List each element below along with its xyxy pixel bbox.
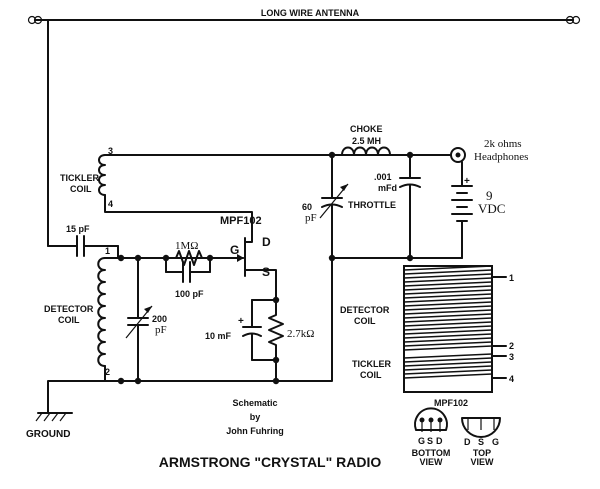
junction-dot [272, 377, 280, 385]
pinout-top-view-icon [461, 417, 501, 438]
pinout-top-view: VIEW [470, 457, 494, 467]
jfet-name: MPF102 [220, 215, 262, 227]
cap-001-value: .001 [374, 172, 392, 182]
battery-voltage: 9 [486, 188, 493, 203]
capacitor-15pf [76, 235, 85, 257]
jfet-drain-label: D [262, 235, 271, 249]
coil-form-tickler-coil: COIL [360, 370, 382, 380]
coil-form-detector-label: DETECTOR [340, 305, 390, 315]
jfet-source-label: S [262, 265, 270, 279]
battery-9v [451, 185, 473, 222]
pinout-bottom-pin-d: D [436, 436, 443, 446]
resistor-2k7-label: 2.7kΩ [287, 328, 314, 340]
battery-unit: VDC [478, 201, 505, 216]
detector-label-coil: COIL [58, 315, 80, 325]
detector-label: DETECTOR [44, 304, 94, 314]
pinout-bottom-pin-g: G [418, 436, 425, 446]
cap-10mf-label: 10 mF [205, 331, 232, 341]
throttle-value: 60 [302, 202, 312, 212]
ground-bus-wire [104, 257, 333, 382]
tickler-coil [98, 154, 106, 196]
cap-15pf-label: 15 pF [66, 224, 90, 234]
coil-form-detector-coil: COIL [354, 316, 376, 326]
resistor-1m [165, 250, 211, 266]
pinout-top-pin-s: S [478, 437, 484, 447]
coil-form-tap-4: 4 [509, 374, 514, 384]
choke-value: 2.5 MH [352, 136, 381, 146]
pinout-top-pin-g: G [492, 437, 499, 447]
coil-form [403, 265, 507, 393]
polarity-plus: + [238, 316, 244, 327]
ground-label: GROUND [26, 429, 70, 440]
credit-line-2: by [250, 412, 261, 422]
battery-plus: + [464, 176, 470, 187]
junction-dot [134, 377, 142, 385]
pinout-bottom-view: VIEW [419, 457, 443, 467]
capacitor-100pf [165, 261, 211, 283]
pinout-bottom-label: BOTTOM [412, 448, 451, 458]
coil-form-tickler-label: TICKLER [352, 359, 391, 369]
pinout-title: MPF102 [434, 398, 468, 408]
antenna-wire [27, 15, 581, 25]
headphones-ohms: 2k ohms [484, 138, 522, 150]
headphones-label: Headphones [474, 151, 528, 163]
choke-coil [341, 146, 391, 156]
throttle-unit: pF [305, 212, 317, 224]
tickler-label: TICKLER [60, 173, 99, 183]
antenna-label: LONG WIRE ANTENNA [261, 8, 360, 18]
jfet-gate-label: G [230, 243, 239, 257]
diagram-title: ARMSTRONG "CRYSTAL" RADIO [159, 454, 382, 470]
coil-form-tap-2: 2 [509, 341, 514, 351]
detector-pin-1: 1 [105, 246, 110, 256]
headphone-jack-icon [450, 147, 466, 163]
cap-001-unit: mFd [378, 183, 397, 193]
credit-line-3: John Fuhring [226, 426, 284, 436]
resistor-1m-label: 1MΩ [175, 240, 198, 252]
pinout-top-label: TOP [473, 448, 491, 458]
jfet-mpf102 [209, 231, 277, 301]
tickler-label-coil: COIL [70, 184, 92, 194]
ground-symbol [35, 412, 73, 422]
varcap-200-unit: pF [155, 324, 167, 336]
resistor-2k7 [268, 299, 284, 361]
coil-form-tap-3: 3 [509, 352, 514, 362]
tickler-pin-3: 3 [108, 146, 113, 156]
pinout-bottom-view-icon [414, 407, 448, 432]
detector-pin-2: 2 [105, 367, 110, 377]
pinout-top-pin-d: D [464, 437, 471, 447]
detector-coil [97, 257, 106, 367]
pinout-bottom-pin-s: S [427, 436, 433, 446]
credit-line-1: Schematic [232, 398, 277, 408]
choke-label: CHOKE [350, 124, 383, 134]
tickler-pin-4: 4 [108, 199, 113, 209]
junction-dot [117, 254, 125, 262]
coil-form-tap-1: 1 [509, 273, 514, 283]
tickler-to-drain-wire [104, 194, 253, 233]
ground-lead-wire [47, 380, 122, 414]
throttle-label: THROTTLE [348, 200, 396, 210]
variable-capacitor-throttle [319, 183, 349, 219]
cap-100pf-label: 100 pF [175, 289, 204, 299]
varcap-200-value: 200 [152, 314, 167, 324]
